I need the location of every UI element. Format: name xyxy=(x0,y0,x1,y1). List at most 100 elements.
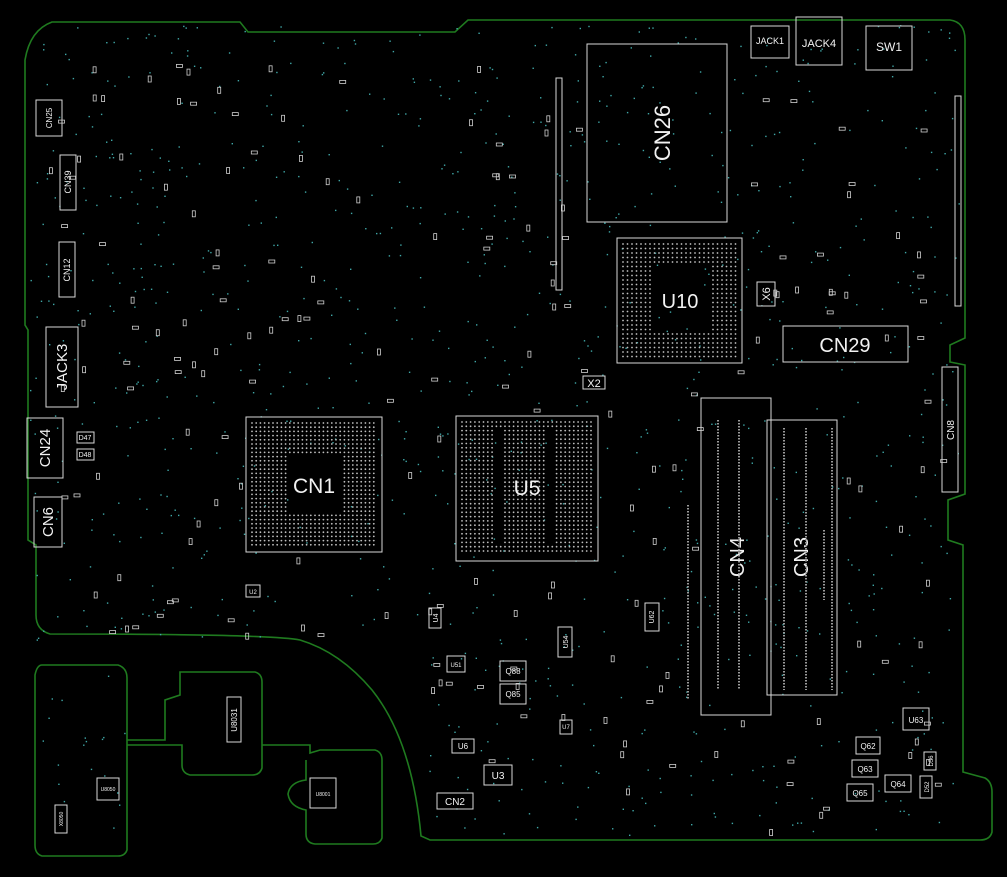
solder-ball xyxy=(508,459,511,462)
solder-ball xyxy=(461,515,463,518)
solder-ball xyxy=(644,292,647,295)
solder-ball xyxy=(721,265,723,268)
smd-pad xyxy=(848,182,856,186)
via xyxy=(925,59,928,61)
solder-ball xyxy=(461,464,463,466)
solder-ball xyxy=(309,535,312,538)
solder-ball xyxy=(465,511,468,514)
solder-ball xyxy=(280,489,283,492)
solder-ball xyxy=(734,319,737,322)
u54-label: U54 xyxy=(563,635,570,648)
via xyxy=(129,427,131,429)
solder-ball xyxy=(622,333,624,335)
via xyxy=(810,705,812,707)
via xyxy=(91,519,93,521)
via xyxy=(107,80,109,82)
solder-ball xyxy=(640,324,642,326)
via xyxy=(120,628,123,630)
solder-ball xyxy=(356,531,358,534)
smd-pad xyxy=(82,366,86,374)
solder-ball xyxy=(730,333,732,335)
solder-ball xyxy=(671,243,674,245)
solder-ball xyxy=(469,438,472,441)
solder-ball xyxy=(474,520,476,522)
solder-ball xyxy=(372,531,375,534)
via xyxy=(53,303,55,306)
smd-pad xyxy=(816,718,821,725)
via xyxy=(807,62,809,65)
solder-ball xyxy=(372,464,375,466)
via xyxy=(543,519,546,521)
solder-ball xyxy=(538,528,541,531)
solder-ball xyxy=(465,429,468,432)
via xyxy=(91,529,93,531)
solder-ball xyxy=(725,243,728,245)
solder-ball xyxy=(267,531,270,534)
solder-ball xyxy=(626,252,629,254)
solder-ball xyxy=(568,524,571,527)
solder-ball xyxy=(649,288,651,290)
solder-ball xyxy=(572,477,575,479)
solder-ball xyxy=(671,351,674,353)
via xyxy=(467,261,469,263)
solder-ball xyxy=(560,502,562,505)
solder-ball xyxy=(280,527,283,529)
via xyxy=(798,80,800,82)
via xyxy=(778,131,781,134)
solder-ball xyxy=(564,481,567,484)
solder-ball xyxy=(716,333,719,335)
via xyxy=(547,678,549,680)
solder-ball xyxy=(482,485,485,488)
solder-ball xyxy=(297,522,300,525)
solder-ball xyxy=(538,498,541,501)
via xyxy=(508,373,510,376)
via xyxy=(504,265,506,268)
smd-pad xyxy=(669,764,677,768)
solder-ball xyxy=(301,539,304,542)
solder-ball xyxy=(372,543,375,546)
solder-ball xyxy=(368,430,371,433)
solder-ball xyxy=(560,511,562,514)
solder-ball xyxy=(364,485,367,487)
solder-ball xyxy=(297,535,300,538)
solder-ball xyxy=(280,485,283,487)
solder-ball xyxy=(259,443,262,445)
solder-ball xyxy=(465,494,468,496)
via xyxy=(206,550,208,552)
solder-ball xyxy=(351,514,354,517)
solder-ball xyxy=(461,532,463,535)
solder-ball xyxy=(649,328,651,331)
solder-ball xyxy=(653,243,656,245)
via xyxy=(921,591,923,594)
solder-ball xyxy=(276,493,279,496)
via xyxy=(282,385,285,388)
solder-ball xyxy=(272,434,274,437)
solder-ball xyxy=(730,279,732,281)
solder-ball xyxy=(555,498,558,501)
solder-ball xyxy=(508,541,511,544)
via xyxy=(776,498,778,500)
solder-ball xyxy=(343,501,346,504)
solder-ball xyxy=(263,438,266,441)
solder-ball xyxy=(525,472,528,475)
solder-ball xyxy=(725,265,728,268)
solder-ball xyxy=(469,421,472,423)
solder-ball xyxy=(368,459,371,462)
solder-ball xyxy=(525,511,528,514)
via xyxy=(152,599,154,601)
solder-ball xyxy=(555,421,558,423)
solder-ball xyxy=(529,537,532,539)
solder-ball xyxy=(280,531,283,534)
solder-ball xyxy=(716,324,719,326)
via xyxy=(766,44,768,47)
solder-ball xyxy=(293,426,295,429)
solder-ball xyxy=(577,421,579,423)
smd-pad xyxy=(250,150,258,155)
via xyxy=(398,181,401,183)
solder-ball xyxy=(280,459,283,462)
solder-ball xyxy=(474,494,476,496)
via xyxy=(954,49,956,52)
solder-ball xyxy=(347,510,350,513)
solder-ball xyxy=(730,288,732,290)
via xyxy=(107,675,110,677)
